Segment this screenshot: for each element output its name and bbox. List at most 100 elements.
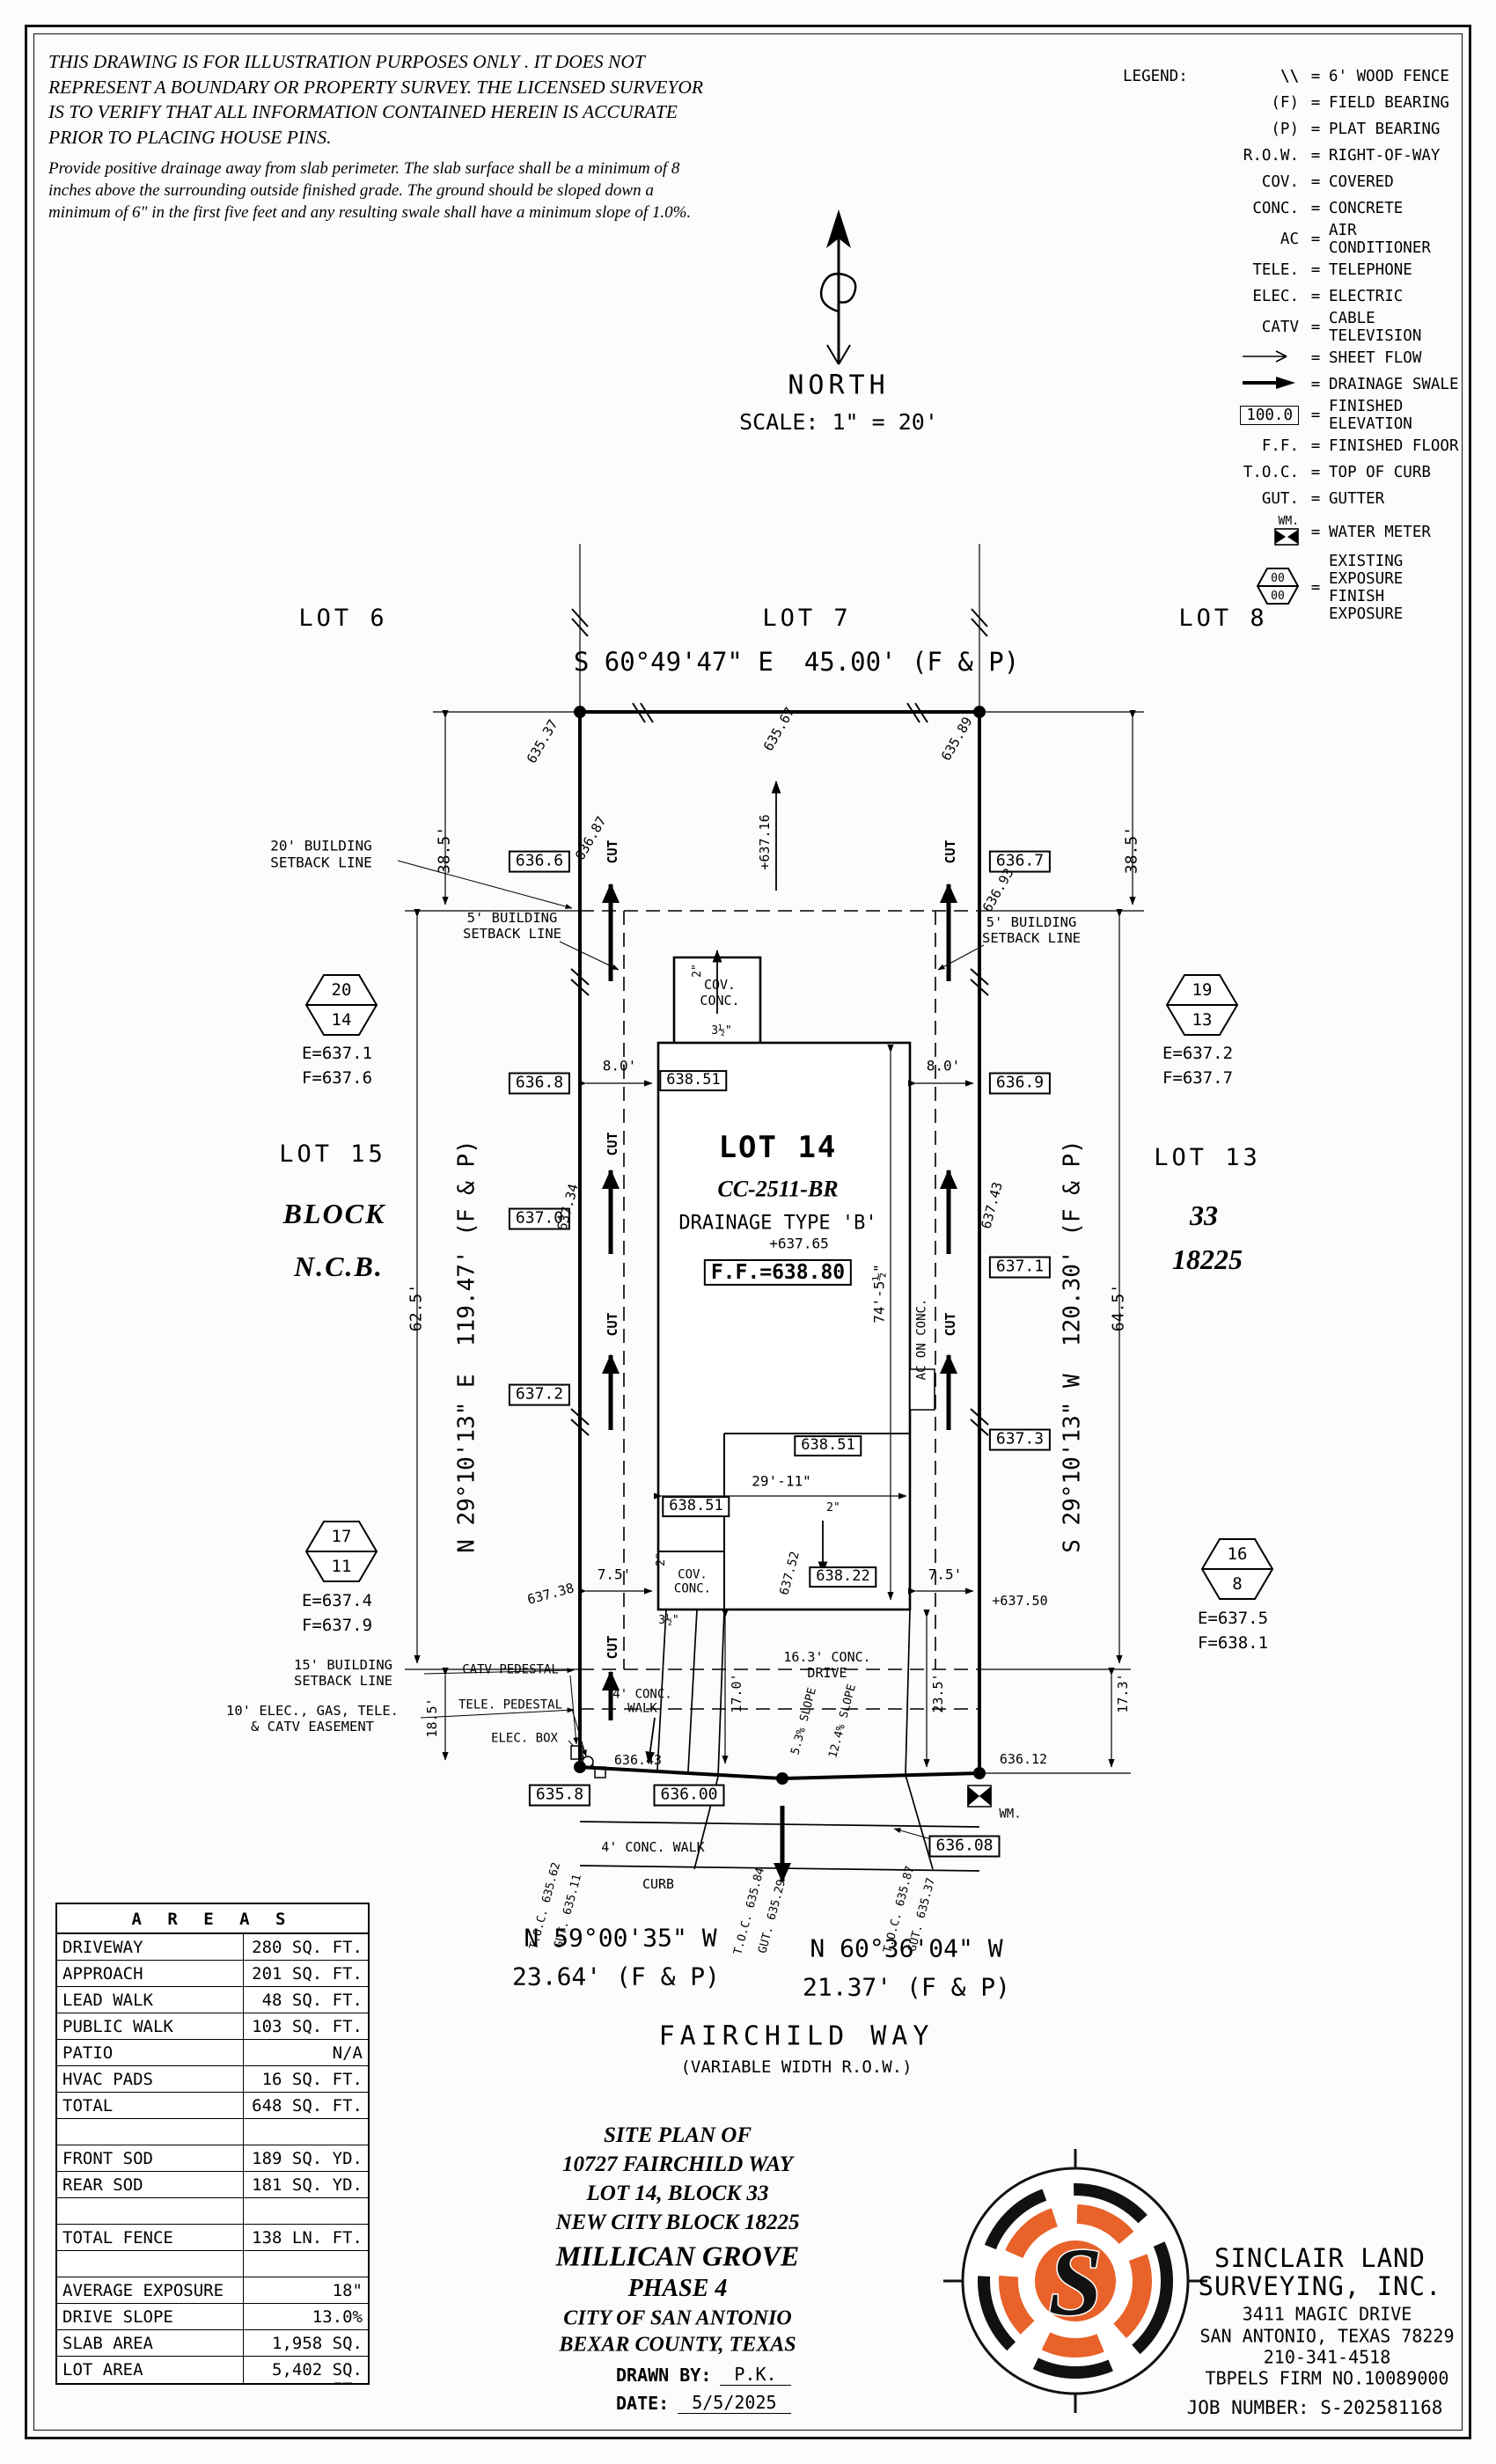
- finished-elevation-symbol: 100.0: [1240, 406, 1299, 425]
- setback20-label2: SETBACK LINE: [270, 854, 372, 871]
- boxed-elevation: 638.51: [794, 1435, 862, 1456]
- cut-label: CUT: [605, 1132, 621, 1156]
- bearing-bottom-left: N 59°00'35" W: [524, 1923, 717, 1953]
- title-line: NEW CITY BLOCK 18225: [555, 2211, 800, 2234]
- cov-conc-bottom: COV.: [678, 1567, 708, 1582]
- wm-abbrev: WM.: [1278, 515, 1299, 528]
- bearing-bottom-right2: 21.37' (F & P): [802, 1972, 1011, 2002]
- date-label: DATE:: [616, 2393, 670, 2414]
- water-meter-icon: [1274, 528, 1299, 546]
- drainage-swale-arrows: [602, 883, 957, 1883]
- wood-fence-symbol: \\: [1280, 68, 1299, 85]
- legend-row: TELE. = TELEPHONE: [1252, 261, 1412, 279]
- exposure-ef: F=637.9: [301, 1616, 373, 1636]
- boxed-elevation: 637.1: [988, 1256, 1052, 1279]
- lead-walk-label: 4' CONC.: [612, 1687, 672, 1702]
- firm-address2: SAN ANTONIO, TEXAS 78229: [1199, 2325, 1455, 2347]
- legend-row: (F) = FIELD BEARING: [1271, 94, 1449, 112]
- title-line: MILLICAN GROVE: [555, 2240, 800, 2272]
- street-name: FAIRCHILD WAY: [658, 2020, 935, 2052]
- street-row-label: (VARIABLE WIDTH R.O.W.): [680, 2057, 913, 2078]
- spot-elevation: 636.43: [613, 1752, 663, 1769]
- dim-185: 18.5': [424, 1698, 441, 1738]
- legend-row: = DRAINAGE SWALE: [1123, 371, 1466, 398]
- dim-3b: 3½": [658, 1614, 679, 1628]
- drainage-note: Provide positive drainage away from slab…: [48, 159, 692, 222]
- setback5-left-label2: SETBACK LINE: [463, 925, 561, 942]
- setback15-label2: SETBACK LINE: [294, 1672, 392, 1689]
- logo-letter: S: [1048, 2228, 1102, 2336]
- dim-2a: 2": [691, 964, 705, 978]
- property-boundary: [578, 710, 981, 1781]
- cov-conc-top: COV.: [703, 977, 737, 994]
- exposure-value: 20: [331, 980, 352, 1001]
- lot7-label: LOT 7: [762, 604, 852, 632]
- dimension-lines: [414, 710, 1136, 1768]
- water-meter-label: WM.: [999, 1807, 1022, 1822]
- boxed-elevation: 636.7: [988, 850, 1052, 873]
- drawn-by-row: DRAWN BY: P.K.: [616, 2364, 791, 2386]
- drawn-by-value: P.K.: [720, 2364, 791, 2386]
- lot8-label: LOT 8: [1178, 604, 1268, 632]
- exposure-value: 14: [331, 1010, 352, 1030]
- ac-pad: [909, 1368, 935, 1411]
- boxed-elevation: 636.9: [988, 1072, 1052, 1095]
- boxed-elevation: 636.00: [653, 1784, 725, 1807]
- cut-label: CUT: [942, 1312, 959, 1337]
- spot-elevation: +637.50: [992, 1593, 1048, 1610]
- title-line: BEXAR COUNTY, TEXAS: [559, 2333, 796, 2357]
- dim-235: 23.5': [930, 1673, 947, 1713]
- legend: LEGEND: \\ = 6' WOOD FENCE (F) = FIELD B…: [1123, 63, 1466, 623]
- exposure-ef: F=637.6: [301, 1068, 373, 1089]
- svg-text:00: 00: [1271, 572, 1285, 585]
- legend-row: 100.0 = FINISHED ELEVATION: [1123, 398, 1466, 433]
- house-lot-label: LOT 14: [718, 1130, 838, 1166]
- cov-conc-bottom2: CONC.: [673, 1581, 712, 1596]
- bearing-left: N 29°10'13" E 119.47' (F & P): [453, 1140, 480, 1553]
- firm-address: 3411 MAGIC DRIVE: [1242, 2303, 1412, 2325]
- finished-floor-label: F.F.=638.80: [703, 1258, 853, 1287]
- easement-label: 10' ELEC., GAS, TELE.: [226, 1702, 399, 1719]
- dim-38-left: 38.5': [435, 825, 454, 875]
- company-logo: S: [943, 2149, 1207, 2413]
- dim-8-right: 8.0': [926, 1057, 961, 1074]
- legend-row: COV. = COVERED: [1261, 173, 1394, 191]
- job-number: JOB NUMBER: S-202581168: [1186, 2396, 1443, 2418]
- legend-row: LEGEND: \\ = 6' WOOD FENCE: [1123, 68, 1449, 85]
- lot15-label: LOT 15: [279, 1140, 386, 1168]
- exposure-value: 8: [1232, 1574, 1243, 1595]
- firm-phone: 210-341-4518: [1263, 2346, 1391, 2368]
- sheet-border-inner: [33, 33, 1463, 2431]
- boxed-elevation: 638.22: [809, 1566, 877, 1588]
- exposure-value: 19: [1192, 980, 1213, 1001]
- title-line: 10727 FAIRCHILD WAY: [561, 2152, 794, 2176]
- legend-title: LEGEND:: [1123, 68, 1188, 85]
- exposure-hexagons: [304, 974, 1274, 1600]
- block-word: BLOCK: [282, 1198, 386, 1230]
- north-label: NORTH: [788, 370, 890, 401]
- conc-drive-label2: DRIVE: [807, 1665, 847, 1682]
- bearing-right: S 29°10'13" W 120.30' (F & P): [1059, 1140, 1086, 1553]
- exposure-ef: E=637.2: [1162, 1044, 1234, 1064]
- boxed-elevation: 637.0: [508, 1207, 571, 1230]
- legend-row: CATV = CABLE TELEVISION: [1261, 310, 1422, 345]
- drive-and-walks: [579, 1609, 980, 1872]
- date-value: 5/5/2025: [678, 2392, 791, 2414]
- elec-box-label: ELEC. BOX: [491, 1731, 558, 1746]
- legend-row: WM. = WATER METER: [1123, 512, 1466, 553]
- boxed-elevation: 637.3: [988, 1428, 1052, 1451]
- ncb-number: 18225: [1172, 1243, 1243, 1276]
- setback5-right-label: 5' BUILDING: [986, 913, 1077, 930]
- exposure-value: 16: [1227, 1544, 1248, 1565]
